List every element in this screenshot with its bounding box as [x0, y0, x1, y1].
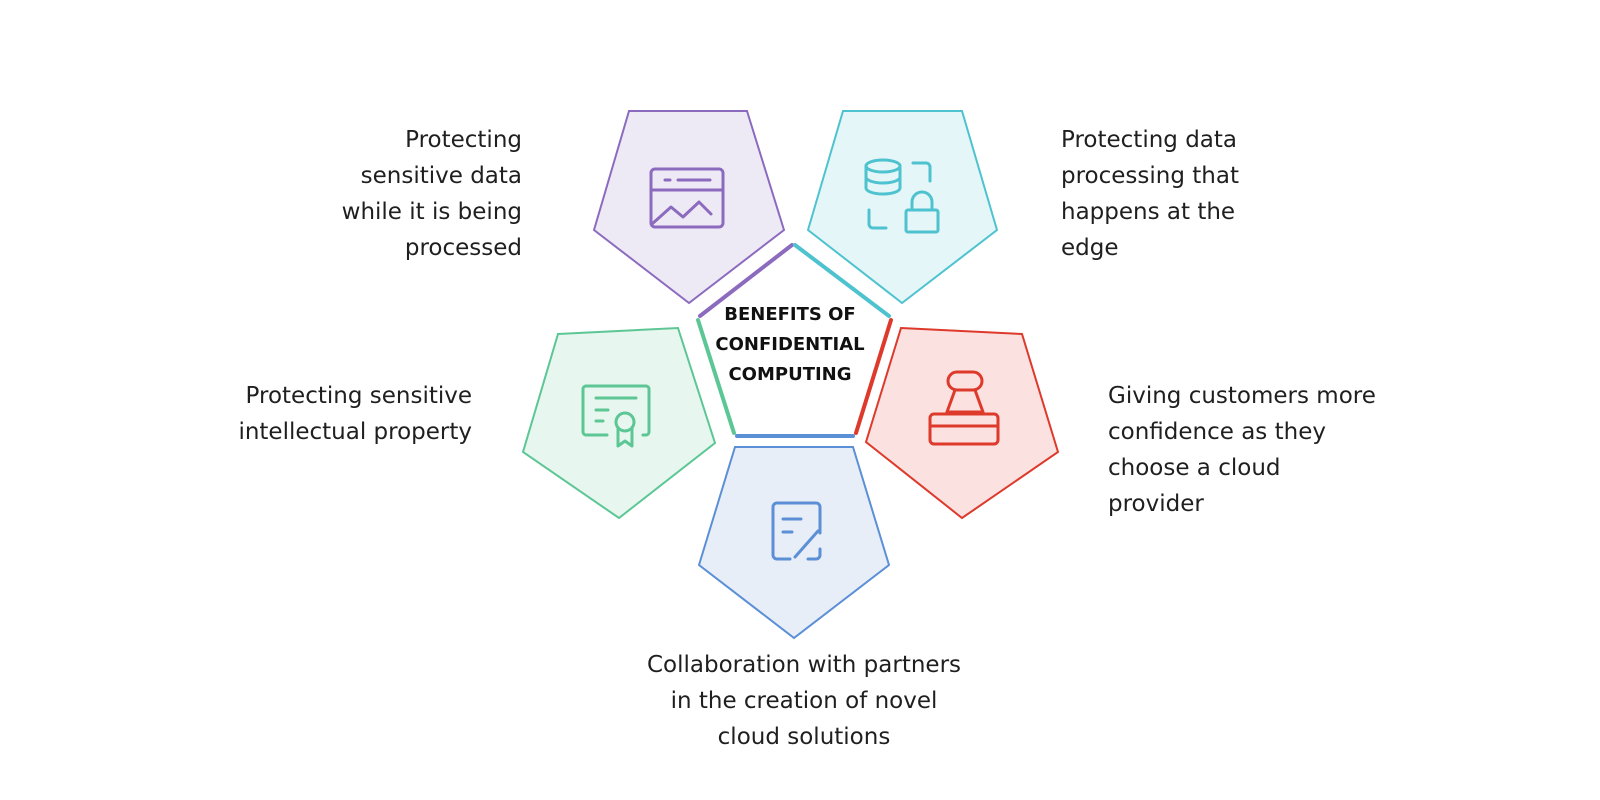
benefit-label-right: Giving customers more confidence as they…	[1108, 383, 1376, 517]
browser-chart-icon	[649, 167, 725, 229]
center-edge-green	[696, 318, 736, 435]
database-lock-icon	[864, 158, 940, 234]
benefit-pentagon-left	[521, 326, 717, 520]
stamp-icon	[928, 370, 1000, 446]
center-edge-red	[854, 318, 893, 435]
center-edge-purple	[698, 243, 794, 318]
benefit-pentagon-right	[864, 326, 1060, 520]
certificate-icon	[581, 384, 651, 448]
benefit-label-left: Protecting sensitive intellectual proper…	[238, 383, 472, 445]
center-title: BENEFITS OF CONFIDENTIAL COMPUTING	[715, 304, 865, 385]
benefit-label-bottom: Collaboration with partners in the creat…	[646, 652, 962, 750]
benefit-pentagon-top-left	[592, 110, 786, 305]
document-edit-icon	[771, 501, 822, 561]
center-edge-teal	[793, 243, 891, 318]
benefit-label-top-right: Protecting data processing that happens …	[1061, 127, 1239, 261]
benefit-label-top-left: Protecting sensitive data while it is be…	[341, 127, 522, 261]
center-pentagon	[696, 243, 893, 438]
benefit-pentagon-bottom	[697, 446, 891, 640]
benefit-pentagon-top-right	[806, 110, 999, 305]
